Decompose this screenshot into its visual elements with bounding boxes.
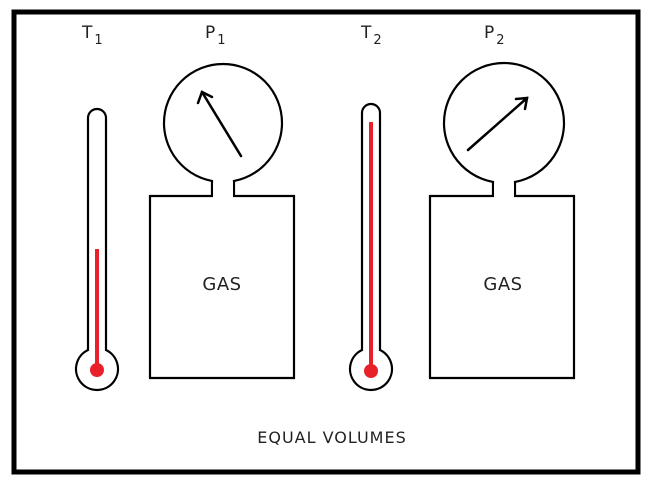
pressure-gauge-2 [442,61,566,185]
thermometer-1-bulb [90,363,104,377]
gauge-2-neck-fill [494,178,514,198]
container-2-label: GAS [483,274,522,295]
container-1-label: GAS [202,274,241,295]
container-2-box [428,176,576,380]
thermometer-2-mercury-column [369,122,373,371]
pressure-gauge-1 [162,62,284,184]
diagram-caption: EQUAL VOLUMES [257,428,407,447]
thermometer-1-mercury-column [95,249,99,370]
diagram-frame [11,9,641,475]
gauge-1-neck-fill [213,178,233,198]
gauge-1-needle [196,90,243,158]
container-1-box [148,176,296,380]
gauge-2-needle [466,96,529,152]
thermometer-2-bulb [364,364,378,378]
